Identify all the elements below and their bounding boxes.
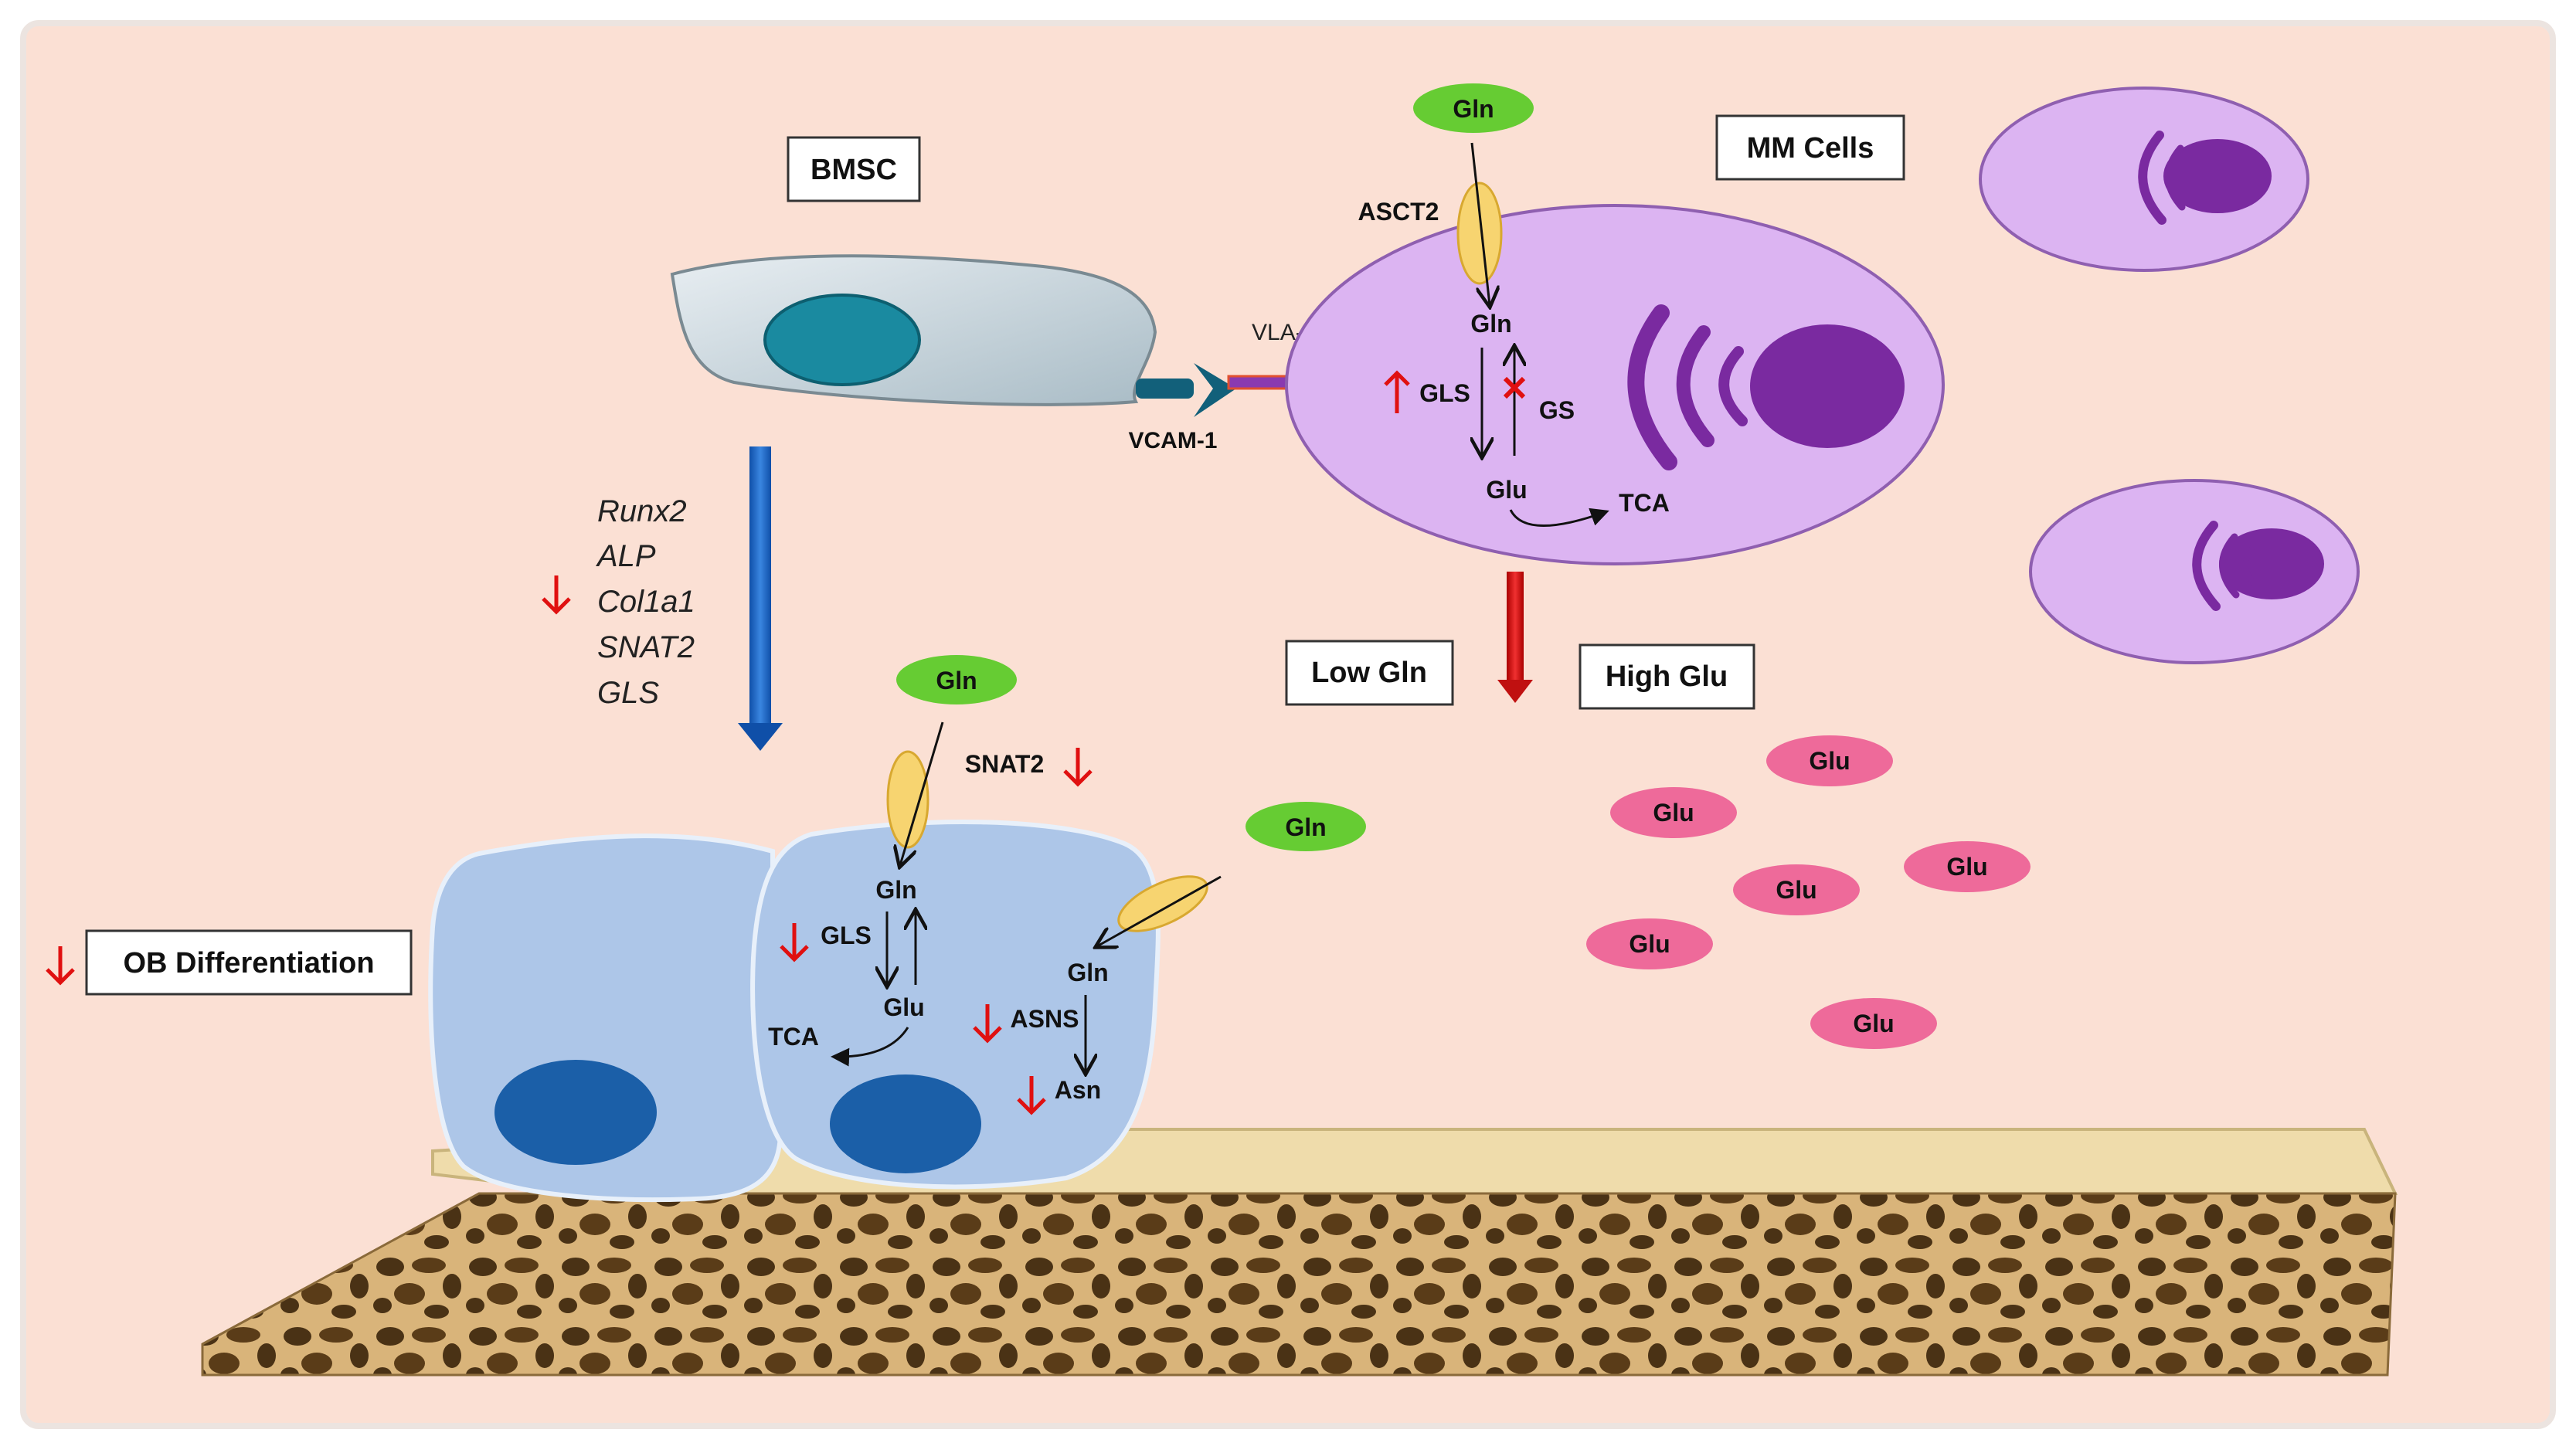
vcam1-receptor [1194,363,1236,417]
gln-oval-ob-2 [1246,802,1366,851]
vcam1-label: VCAM-1 [1128,428,1217,453]
mm-cell-group: Gln ASCT2 Gln GLS GS Glu TCA [1285,83,1945,565]
gene-col1a1: Col1a1 [597,585,695,619]
tca-ob-label: TCA [768,1023,819,1051]
bmsc-label-box [787,136,921,202]
gls-ob-down-arrow-icon [780,923,809,962]
gln-mm-outside-label: Gln [1453,95,1494,123]
genes-down-arrow-icon [542,575,571,615]
glu-mm-label: Glu [1486,476,1527,504]
ob-diff-down-arrow-icon [46,946,75,986]
gene-list: Runx2 ALP Col1a1 SNAT2 GLS [542,494,695,710]
glu-pool: Glu Glu Glu Glu Glu Glu [1586,735,2031,1049]
mm-output-arrow [1497,572,1533,703]
gln-mm-inside-label: Gln [1470,310,1511,338]
gln-import-arrow [1470,142,1490,305]
tca-mm-label: TCA [1619,489,1670,517]
glu-oval [1733,864,1860,915]
mm-cell-small-2 [2029,479,2360,664]
gls-ob-label: GLS [821,922,872,949]
vla4-ligand [1227,375,1296,390]
bmsc-group: BMSC VCAM-1 VLA-4 [670,136,1316,453]
gln-import-arrow-ob-2 [1097,875,1222,946]
asn-down-arrow-icon [1017,1076,1046,1115]
trabecular-bone [201,1192,2397,1377]
glu-oval [1810,998,1937,1049]
glu-to-tca-arrow [1509,508,1609,527]
glu-oval-label: Glu [1776,876,1816,904]
gln-ob-outside-label-2: Gln [1285,813,1326,841]
asns-down-arrow-icon [973,1004,1002,1044]
gene-gls: GLS [597,676,659,710]
mm-cells-label-box [1715,114,1905,181]
gs-mm-label: GS [1539,396,1575,424]
asns-label: ASNS [1011,1005,1079,1033]
gln-ob-b-label: Gln [1067,959,1108,986]
gln-oval-mm [1413,83,1534,133]
gln-import-arrow-ob [900,721,944,865]
mm-er-arc-3 [1718,346,1748,426]
glu-oval-label: Glu [1946,853,1987,881]
glu-oval-label: Glu [1809,747,1850,775]
glu-oval [1766,735,1893,786]
snat2-transporter [886,750,929,849]
bmsc-nucleus [763,294,921,386]
bmsc-label: BMSC [811,154,897,186]
low-gln-box [1285,640,1454,706]
glu-oval [1586,918,1713,969]
mm-cell [1285,204,1945,565]
glu-to-tca-arrow-ob [831,1027,909,1067]
mm-cell-small-1 [1979,87,2309,272]
mm-er-arc-2 [1676,325,1715,447]
gln-ob-outside-label-1: Gln [936,667,977,694]
gene-runx2: Runx2 [597,494,687,528]
gln-oval-ob-1 [896,655,1017,704]
gls-mm-label: GLS [1419,379,1470,407]
asct2-transporter [1456,182,1503,285]
snat2-label: SNAT2 [965,750,1045,778]
gls-up-arrow-icon [1384,370,1410,413]
gene-alp: ALP [596,539,656,573]
mm-er-arc-1 [1627,304,1677,470]
osteoblast-group: Gln SNAT2 Gln Gln GLS Glu TCA Gln ASNS A… [428,655,1366,1203]
glu-oval-label: Glu [1653,799,1694,827]
mm-cells-label: MM Cells [1747,132,1874,165]
gln-ob-a-label: Gln [875,876,916,904]
asn-label: Asn [1055,1076,1101,1104]
ob-diff-label: OB Differentiation [123,947,374,979]
glu-oval-label: Glu [1629,930,1670,958]
glu-oval-label: Glu [1853,1010,1894,1037]
high-glu-box [1579,643,1755,710]
vcam1-stalk [1136,379,1194,399]
glu-oval [1610,787,1737,838]
gs-blocked-x-icon [1503,376,1526,399]
mm-nucleus [1750,324,1905,448]
osteoblast-nucleus-right [830,1074,981,1173]
high-glu-label: High Glu [1606,660,1728,693]
osteoblast-nucleus-left [494,1060,657,1165]
differentiation-arrow [738,446,783,751]
ob-diff-box [85,929,413,996]
low-gln-label: Low Gln [1311,657,1427,689]
ob-transporter-2 [1117,875,1208,932]
snat2-down-arrow-icon [1063,748,1093,787]
asct2-label: ASCT2 [1358,198,1439,226]
gene-snat2: SNAT2 [597,630,695,664]
glu-oval [1904,841,2031,892]
glu-ob-label: Glu [883,993,924,1021]
